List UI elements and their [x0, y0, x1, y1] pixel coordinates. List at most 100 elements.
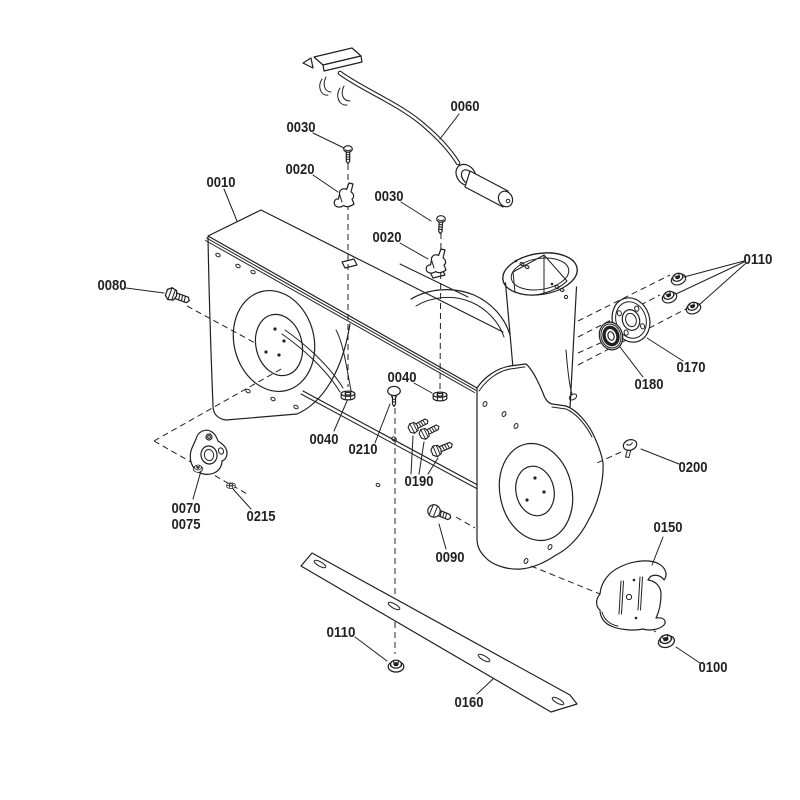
- side-hole: [563, 294, 569, 300]
- flange-nut-0110-r3: [683, 299, 703, 317]
- part-label-0200: 0200: [679, 459, 708, 476]
- panel-hole: [293, 404, 299, 410]
- panel-hole: [501, 411, 507, 417]
- rod-spring-clip-2: [337, 85, 351, 106]
- part-label-0030-a: 0030: [287, 119, 316, 136]
- part-labels: 0010 0030 0020 0030 0020 0060 0080 0110 …: [98, 98, 773, 711]
- nut-0215: [226, 482, 236, 489]
- housing-top-front-edge: [207, 209, 478, 389]
- panel-hole: [523, 558, 529, 564]
- part-label-0110-bottom: 0110: [327, 624, 356, 641]
- part-label-0010: 0010: [207, 174, 236, 191]
- part-label-0150: 0150: [654, 519, 683, 536]
- leader-lines: [125, 113, 746, 695]
- part-label-0040-b: 0040: [388, 369, 417, 386]
- fold-curl: [568, 393, 578, 401]
- scroll-top-arc-inner: [415, 296, 505, 338]
- rim-slot: [524, 265, 530, 269]
- auger-housing-drawing: [205, 209, 604, 570]
- left-panel-outline: [207, 236, 351, 421]
- flange-nut-0110-r1: [668, 270, 688, 288]
- left-panel-opening: [232, 289, 316, 393]
- scroll-seam: [335, 329, 353, 396]
- part-label-0170: 0170: [677, 359, 706, 376]
- bar-slot: [551, 696, 565, 706]
- bottom-flange-edge-2: [300, 393, 486, 494]
- part-label-0060: 0060: [451, 98, 480, 115]
- hub-hole: [525, 498, 529, 502]
- bolt-0080: [163, 285, 193, 308]
- bar-slot: [313, 559, 327, 569]
- rod-shaft: [337, 70, 461, 166]
- rim-stud: [514, 259, 518, 263]
- right-panel-ring: [498, 442, 574, 542]
- rod-end-cylinder: [464, 170, 509, 208]
- chute-base-left-edge: [504, 282, 514, 369]
- hub-hole: [277, 353, 281, 357]
- rim-slot: [554, 285, 560, 289]
- housing-hem-line-2: [205, 240, 475, 393]
- part-label-0040-a: 0040: [310, 431, 339, 448]
- scraper-bar-outline: [300, 552, 578, 713]
- flange-nut-0110-bottom: [387, 659, 405, 673]
- bearing-retainer-0070: [189, 429, 228, 475]
- bearing-flange-0170: [611, 297, 651, 343]
- ball-bearing-0180: [598, 321, 624, 351]
- rim-stud: [550, 282, 554, 286]
- clip-mount-tab-1: [341, 258, 358, 269]
- rod-shaft-inner: [338, 71, 460, 165]
- panel-hole: [513, 423, 519, 429]
- part-label-0075: 0075: [172, 516, 201, 533]
- part-label-0110-right: 0110: [744, 251, 773, 268]
- handle-grip-front: [322, 55, 363, 72]
- auger-hub-plate-left: [254, 313, 304, 377]
- part-label-0180: 0180: [635, 376, 664, 393]
- panel-hole: [547, 544, 553, 550]
- auger-hub-plate-right: [515, 465, 555, 517]
- chute-base-right-edge: [569, 286, 578, 409]
- chute-base-fold: [565, 349, 573, 395]
- deflector-bracket-0150: [596, 560, 667, 631]
- part-label-0080: 0080: [98, 277, 127, 294]
- rod-tip: [302, 57, 314, 69]
- scroll-top-arc: [410, 289, 511, 336]
- bolt-0190-c: [429, 438, 455, 459]
- chute-opening: [512, 254, 568, 296]
- rim-slot: [559, 288, 565, 292]
- chute-base-rim-outline: [502, 252, 578, 296]
- hub-hole: [273, 327, 277, 331]
- screw-0090: [427, 504, 452, 521]
- drum-edge-through-opening-2: [284, 329, 344, 389]
- rod-end-hole: [505, 198, 511, 204]
- panel-hole: [270, 396, 276, 402]
- part-label-0020-b: 0020: [373, 229, 402, 246]
- hub-hole: [282, 339, 286, 343]
- back-flange-edge: [399, 263, 469, 298]
- cable-clip-0020-b: [425, 248, 447, 274]
- flange-nut-0100: [656, 632, 677, 650]
- hub-hole: [542, 490, 546, 494]
- part-label-0160: 0160: [455, 694, 484, 711]
- part-label-0070: 0070: [172, 500, 201, 517]
- part-label-0100: 0100: [699, 659, 728, 676]
- screw-0030-b: [435, 214, 447, 235]
- rod-spring-clip-1: [319, 76, 332, 96]
- panel-hole: [250, 269, 256, 275]
- part-label-0090: 0090: [436, 549, 465, 566]
- screw-0030-a: [343, 145, 353, 165]
- part-label-0215: 0215: [247, 508, 276, 525]
- part-label-0210: 0210: [349, 441, 378, 458]
- rim-slot: [519, 262, 525, 266]
- scraper-bar-drawing: [300, 552, 578, 713]
- hub-hole: [264, 350, 268, 354]
- drum-edge-through-opening: [281, 333, 341, 393]
- flange-hole: [375, 482, 381, 488]
- housing-top-back-edge: [260, 209, 504, 333]
- right-panel-hem: [478, 366, 526, 392]
- chute-crank-rod: [302, 47, 514, 208]
- screw-0200: [622, 439, 638, 458]
- panel-hole: [245, 388, 251, 394]
- flange-hole: [391, 436, 397, 442]
